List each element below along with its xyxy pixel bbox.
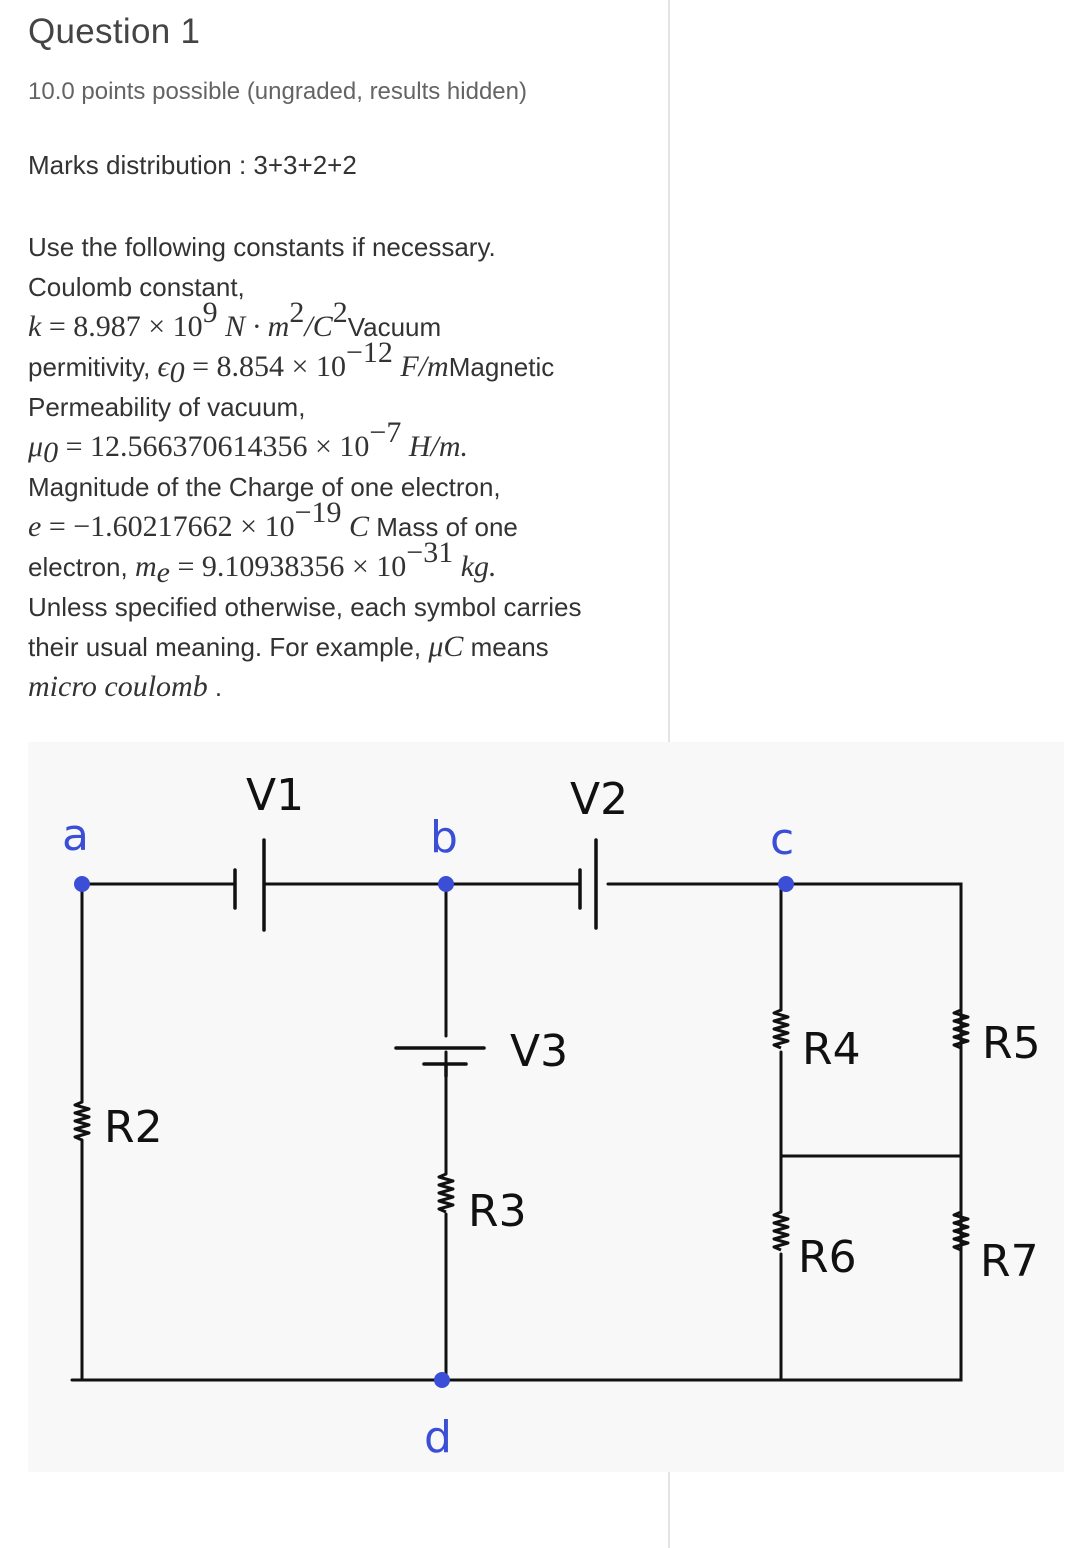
resistor-r4-symbol [772,1008,790,1050]
resistor-label-r4: R4 [802,1024,861,1075]
resistor-r7-symbol [952,1210,970,1252]
text-segment: Magnetic [448,352,555,382]
math-segment: = 12.566370614356 × 10 [58,430,370,463]
text-segment: their usual meaning. For example, [28,632,429,662]
points-info: 10.0 points possible (ungraded, results … [28,78,527,105]
text-segment: . [207,672,223,702]
math-segment: 9 [202,296,218,329]
question-title: Question 1 [28,12,201,51]
constants-line: Permeability of vacuum, [28,387,648,427]
resistor-label-r3: R3 [468,1186,527,1237]
circuit-diagram: a b c d V1 V2 V3 R2 R3 R4 R5 R6 R7 [62,770,1041,1463]
constants-line: Use the following constants if necessary… [28,227,648,267]
node-b-dot [438,876,454,892]
constants-line: μ0 = 12.566370614356 × 10−7 H/m. [28,418,648,469]
node-c-dot [778,876,794,892]
constants-line: micro coulomb . [28,667,648,707]
battery-v2-symbol [578,838,598,930]
math-segment: = 9.10938356 × 10 [169,550,407,583]
math-segment: 0 [169,356,185,389]
resistor-r5-symbol [952,1008,970,1050]
resistor-label-r6: R6 [798,1232,857,1283]
text-segment: Permeability of vacuum, [28,392,306,422]
math-segment: μ [28,430,44,463]
math-segment: N · m [217,310,290,343]
constants-line: permitivity, ϵ0 = 8.854 × 10−12 F/mMagne… [28,338,648,389]
source-label-v2: V2 [570,774,628,825]
math-segment: F/m [392,350,449,383]
node-label-d: d [424,1412,452,1463]
math-segment: −19 [294,496,342,529]
resistor-label-r7: R7 [980,1236,1039,1287]
constants-line: Magnitude of the Charge of one electron, [28,467,648,507]
constants-line: k = 8.987 × 109 N · m2/C2Vacuum [28,298,648,347]
circuit-figure: a b c d V1 V2 V3 R2 R3 R4 R5 R6 R7 [28,742,1064,1472]
constants-line: electron, me = 9.10938356 × 10−31 kg. [28,538,648,589]
source-label-v3: V3 [510,1026,568,1077]
battery-v3-symbol [394,1046,486,1078]
math-segment: 2 [289,296,305,329]
battery-v1-symbol [233,838,266,932]
resistor-label-r5: R5 [982,1018,1041,1069]
math-segment: ϵ [157,350,170,383]
resistor-r2-symbol [73,1100,91,1142]
math-segment: C [341,510,370,543]
text-segment: Mass of one [369,512,518,542]
math-segment: k [28,310,42,343]
math-segment: −31 [406,536,454,569]
source-label-v1: V1 [246,770,304,821]
math-segment: m [134,550,157,583]
math-segment: −7 [369,416,402,449]
math-segment: /C [304,310,333,343]
constants-line: Unless specified otherwise, each symbol … [28,587,648,627]
text-segment: Use the following constants if necessary… [28,232,496,262]
node-label-b: b [430,812,458,863]
text-segment: Coulomb constant, [28,272,245,302]
text-segment: permitivity, [28,352,158,382]
math-segment: micro coulomb [28,670,208,703]
text-segment: Magnitude of the Charge of one electron, [28,472,501,502]
node-label-a: a [62,810,89,861]
constants-line: their usual meaning. For example, μC mea… [28,627,648,667]
math-segment: kg. [453,550,497,583]
math-segment: −12 [345,336,393,369]
math-segment: 0 [43,436,59,469]
marks-distribution: Marks distribution : 3+3+2+2 [28,150,357,180]
math-segment: 2 [332,296,348,329]
constants-line: Coulomb constant, [28,267,648,307]
resistor-label-r2: R2 [104,1102,163,1153]
node-d-dot [434,1372,450,1388]
math-segment: e [28,510,42,543]
math-segment: = 8.854 × 10 [184,350,346,383]
wire [70,882,963,1382]
text-segment: Unless specified otherwise, each symbol … [28,592,582,622]
math-segment: e [156,556,170,589]
text-segment: electron, [28,552,135,582]
constants-text: Use the following constants if necessary… [28,227,648,707]
node-label-c: c [770,814,794,865]
resistor-r3-symbol [437,1172,455,1214]
math-segment: = 8.987 × 10 [41,310,203,343]
math-segment: = −1.60217662 × 10 [41,510,295,543]
constants-line: e = −1.60217662 × 10−19 C Mass of one [28,498,648,547]
text-segment: Vacuum [347,312,442,342]
text-segment: means [463,632,549,662]
math-segment: μC [428,630,464,663]
math-segment: H/m. [401,430,468,463]
node-a-dot [74,876,90,892]
resistor-r6-symbol [772,1210,790,1252]
